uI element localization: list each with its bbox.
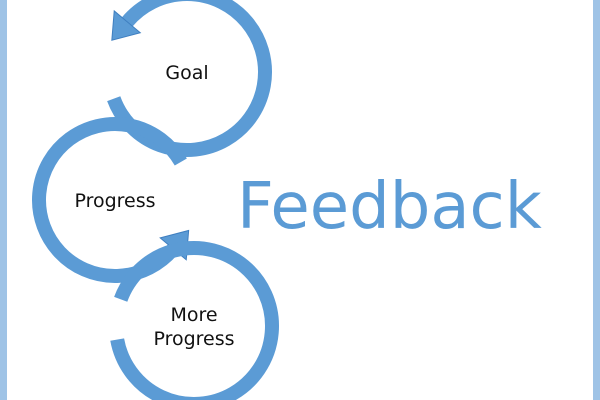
diagram-title: Feedback <box>237 170 542 244</box>
cycle-arrowhead-1 <box>111 9 142 41</box>
step-label-1: Goal <box>165 62 208 84</box>
step-label-3: Progress <box>153 328 234 350</box>
step-label-2: Progress <box>74 190 155 212</box>
step-label-3: More <box>170 304 217 326</box>
cycle-arc-3 <box>110 241 279 400</box>
cycle-arc-2 <box>32 117 187 283</box>
